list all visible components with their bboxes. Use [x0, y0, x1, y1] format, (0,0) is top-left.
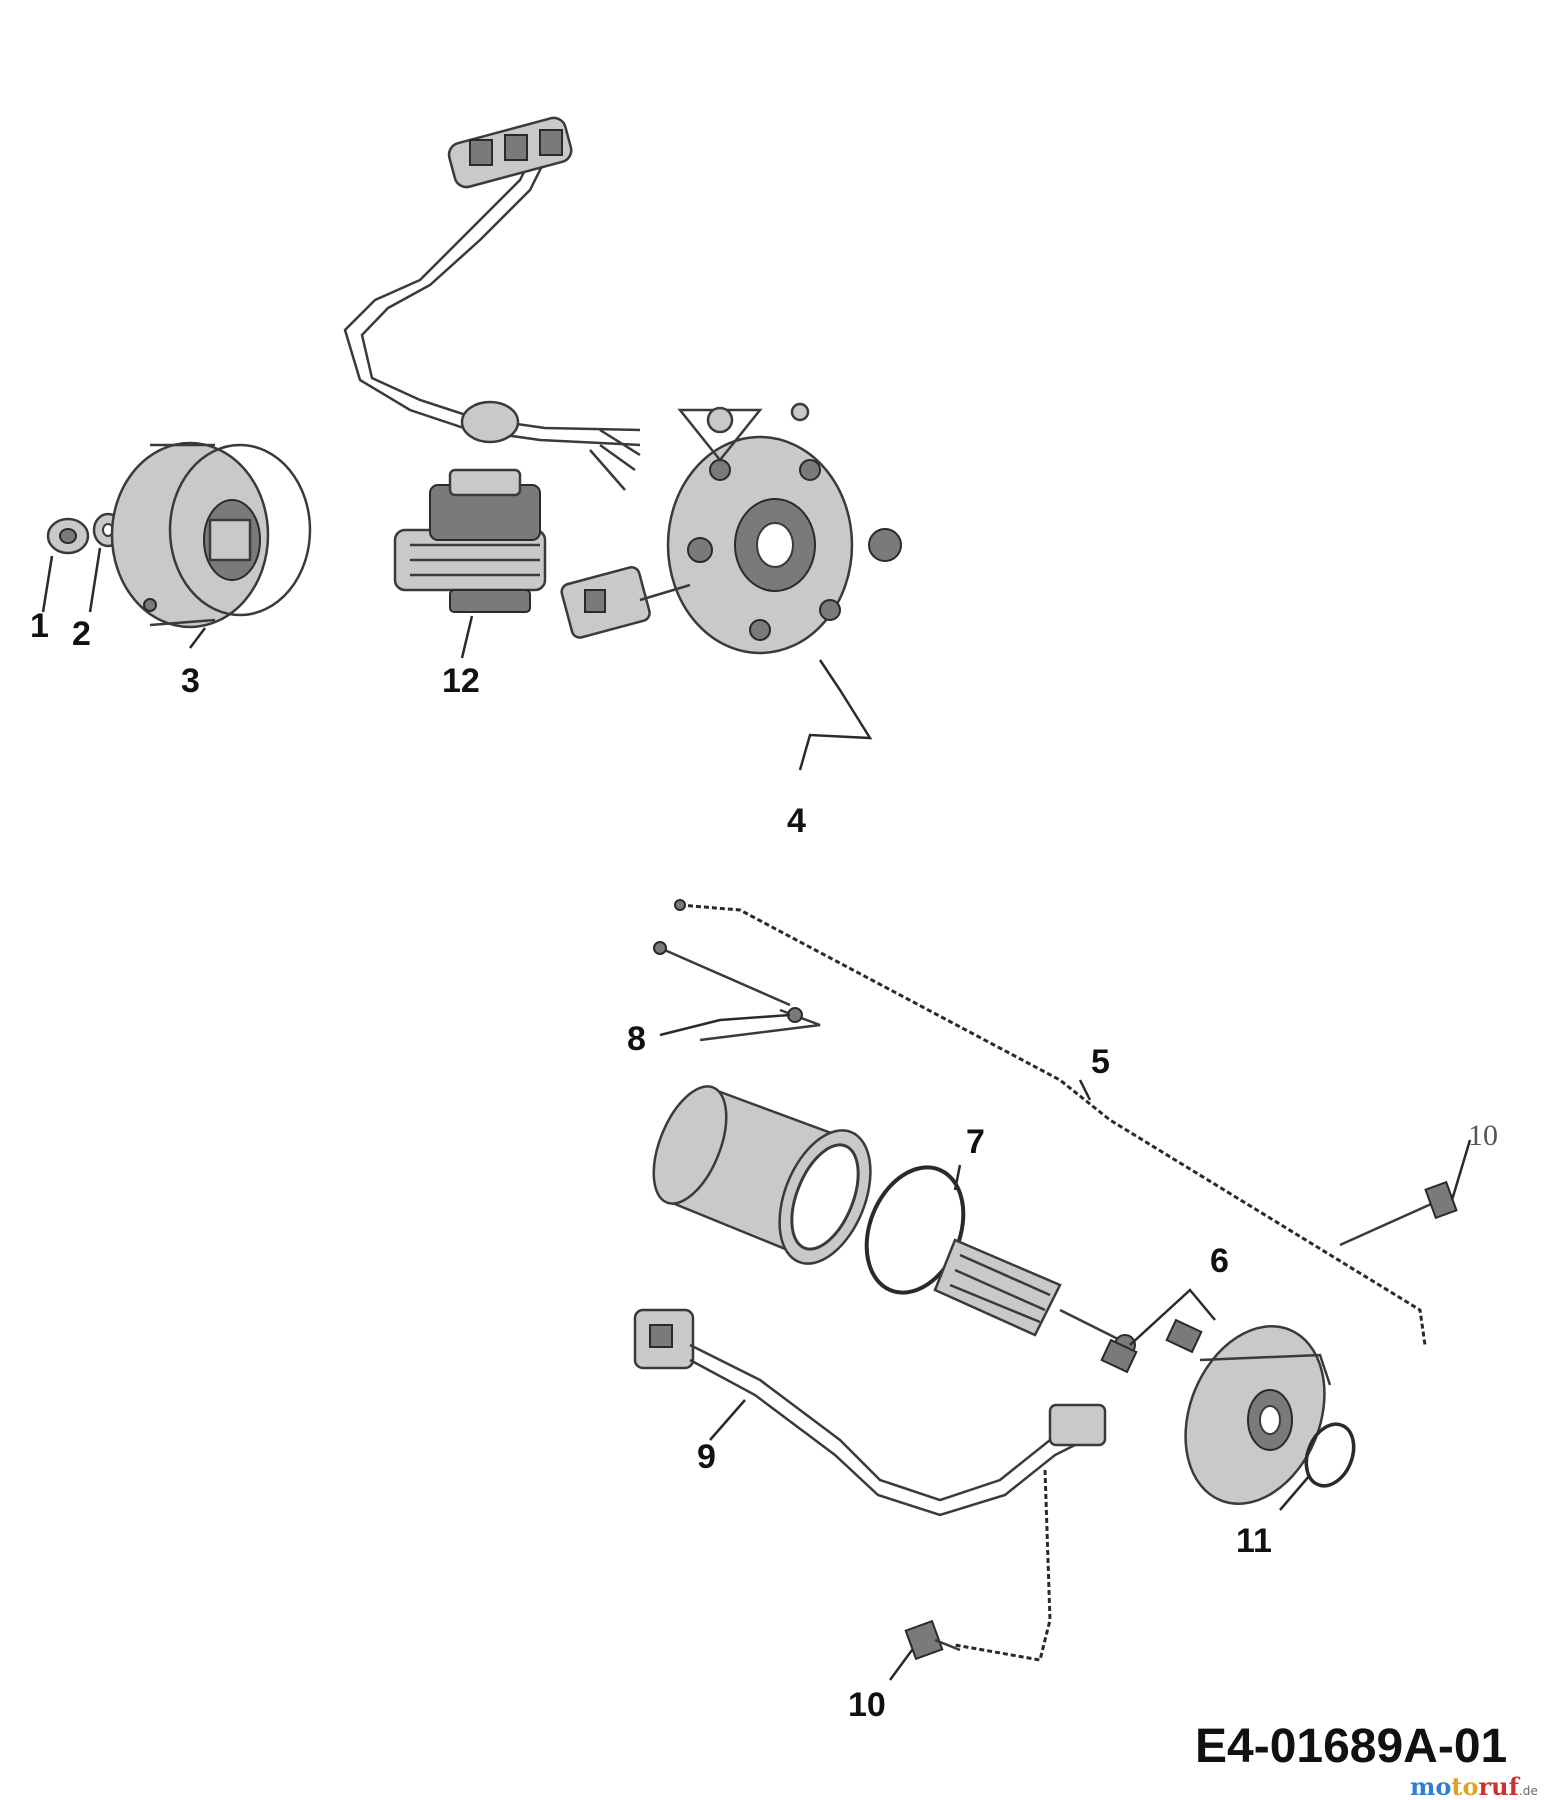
part-9-cable: [633, 1308, 1107, 1517]
callout-1: 1: [30, 607, 49, 645]
svg-text:motoruf.de: motoruf.de: [1410, 1772, 1538, 1800]
part-10-bolt-top: [1339, 1139, 1472, 1247]
starter-end-cap: [1184, 1325, 1332, 1505]
callout-6: 6: [1210, 1242, 1229, 1280]
starter-motor-housing: [652, 1085, 872, 1265]
callout-3: 3: [181, 662, 200, 700]
part-1-nut: [46, 517, 90, 555]
upper-leader-lines: [41, 547, 873, 771]
callout-7: 7: [966, 1123, 985, 1161]
starter-armature: [933, 1238, 1136, 1356]
callout-12: 12: [442, 662, 480, 700]
stator-wiring-harness: [343, 116, 641, 491]
part-12-regulator: [393, 468, 547, 613]
lower-leader-lines: [659, 1013, 1092, 1191]
callout-11: 11: [1236, 1522, 1272, 1560]
drawing-number: E4-01689A-01: [1195, 1720, 1507, 1773]
part-4-stator: [560, 402, 902, 655]
part-3-flywheel: [110, 441, 312, 629]
part-5-through-bolt: [674, 899, 1427, 1346]
callout-10-top: 10: [1468, 1119, 1498, 1152]
part-10-bolt-bottom: [888, 1469, 1052, 1681]
part-11-o-ring: [1279, 1422, 1356, 1511]
callout-10-bottom: 10: [848, 1686, 886, 1724]
callout-9: 9: [697, 1438, 716, 1476]
callout-4: 4: [787, 802, 806, 840]
callout-8: 8: [627, 1020, 646, 1058]
part-8-screws: [653, 941, 821, 1042]
callout-5: 5: [1091, 1043, 1110, 1081]
part-6-brushes: [1100, 1288, 1216, 1374]
motoruf-watermark-logo: motoruf.de: [1410, 1772, 1538, 1800]
callout-2: 2: [72, 615, 91, 653]
